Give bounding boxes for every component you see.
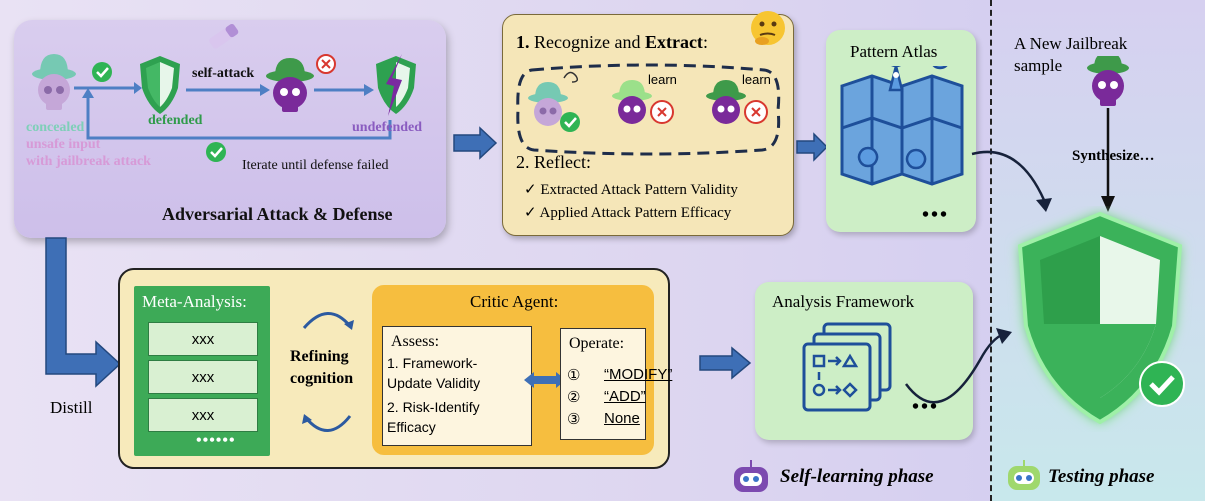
check-validity: ✓ Extracted Attack Pattern Validity [524, 182, 738, 198]
adversarial-panel [14, 20, 446, 238]
meta-dots: •••••• [196, 432, 236, 449]
op-label-modify: “MODIFY” [604, 366, 673, 383]
concealed-label: concealed [26, 120, 85, 135]
atlas-ellipsis: ••• [922, 204, 950, 226]
new-sample-label-1: A New Jailbreak [1014, 34, 1128, 53]
assess-box: Assess: 1. Framework- Update Validity 2.… [382, 326, 532, 446]
assess-line-4: Efficacy [387, 419, 436, 435]
meta-row-1: xxx [148, 322, 258, 356]
learning-skull-icon [612, 80, 652, 124]
new-jailbreak-skull-icon [1087, 56, 1129, 106]
synthesize-label: Synthesize… [1072, 148, 1155, 164]
check-icon [92, 62, 112, 82]
arrow-to-atlas [796, 132, 828, 162]
step1-label: 1. Recognize and Extract: [516, 32, 708, 52]
success-check-icon [1139, 361, 1185, 407]
arrow-to-framework [699, 346, 752, 380]
adversarial-graphics [32, 23, 416, 162]
self-attack-label: self-attack [192, 66, 255, 81]
meta-row-2: xxx [148, 360, 258, 394]
step2-label: 2. Reflect: [516, 152, 591, 172]
critic-title: Critic Agent: [470, 292, 559, 311]
extraction-box [516, 63, 781, 156]
check-efficacy: ✓ Applied Attack Pattern Efficacy [524, 205, 732, 221]
check-icon-2 [206, 142, 226, 162]
op-label-add: “ADD” [604, 388, 646, 405]
defended-shield-icon [140, 56, 180, 114]
learn-label-1: learn [648, 72, 677, 87]
new-sample-label-2: sample [1014, 56, 1063, 75]
arrow-to-recognize [453, 126, 498, 160]
op-num-1: ① [567, 368, 581, 384]
undefended-label: undefended [352, 120, 423, 135]
cycle-arrow-top-icon [302, 312, 354, 330]
learning-skull-icon-2 [706, 80, 746, 124]
refining-label: Refining [290, 348, 349, 365]
concealed-sample-icon [528, 82, 568, 126]
check-icon-3 [560, 112, 580, 132]
defended-label: defended [148, 113, 203, 128]
framework-cards-icon [802, 322, 892, 412]
distill-label: Distill [50, 398, 93, 417]
broken-shield-icon [376, 54, 416, 116]
arrow-atlas-to-shield [971, 150, 1052, 212]
map-icon [840, 66, 964, 186]
meta-analysis-title: Meta-Analysis: [142, 292, 247, 311]
tag-icon [563, 71, 579, 83]
op-num-3: ③ [567, 412, 581, 428]
meta-row-3: xxx [148, 398, 258, 432]
fail-icon-2 [650, 100, 674, 124]
meta-analysis-box: Meta-Analysis: xxx xxx xxx •••••• [134, 286, 270, 456]
operate-box: Operate: [560, 328, 646, 440]
unsafe-input-label: unsafe input [26, 137, 101, 152]
distill-arrow [45, 237, 122, 388]
robot-icon-testing [1008, 460, 1040, 490]
learn-label-2: learn [742, 72, 771, 87]
cognition-label: cognition [290, 370, 354, 387]
concealed-skull-icon [32, 54, 76, 110]
assess-line-3: 2. Risk-Identify [387, 399, 480, 415]
thinking-face-icon [751, 11, 785, 45]
op-num-2: ② [567, 390, 581, 406]
adversarial-title: Adversarial Attack & Defense [162, 204, 393, 224]
assess-title: Assess: [391, 333, 440, 350]
testing-phase-label: Testing phase [1048, 466, 1155, 487]
analysis-framework-title: Analysis Framework [772, 292, 915, 311]
fail-icon-3 [744, 100, 768, 124]
phase-divider [990, 0, 992, 501]
iterate-label: Iterate until defense failed [242, 158, 389, 173]
self-learning-phase-label: Self-learning phase [780, 466, 934, 487]
arrow-framework-to-shield [904, 328, 1012, 404]
assess-line-1: 1. Framework- [387, 355, 478, 371]
attacker-skull-icon [266, 58, 314, 112]
robot-icon-self-learning [734, 460, 768, 492]
jailbreak-label: with jailbreak attack [26, 154, 151, 169]
arrow-down-to-shield [1101, 108, 1115, 212]
fail-icon [316, 54, 336, 74]
eraser-icon [209, 23, 239, 49]
op-label-none: None [604, 410, 640, 427]
assess-line-2: Update Validity [387, 375, 481, 391]
big-shield-icon [1017, 211, 1183, 425]
operate-title: Operate: [569, 335, 625, 352]
cycle-arrow-bottom-icon [302, 414, 352, 432]
pattern-atlas-title: Pattern Atlas [850, 42, 938, 61]
double-arrow-icon [524, 372, 566, 388]
